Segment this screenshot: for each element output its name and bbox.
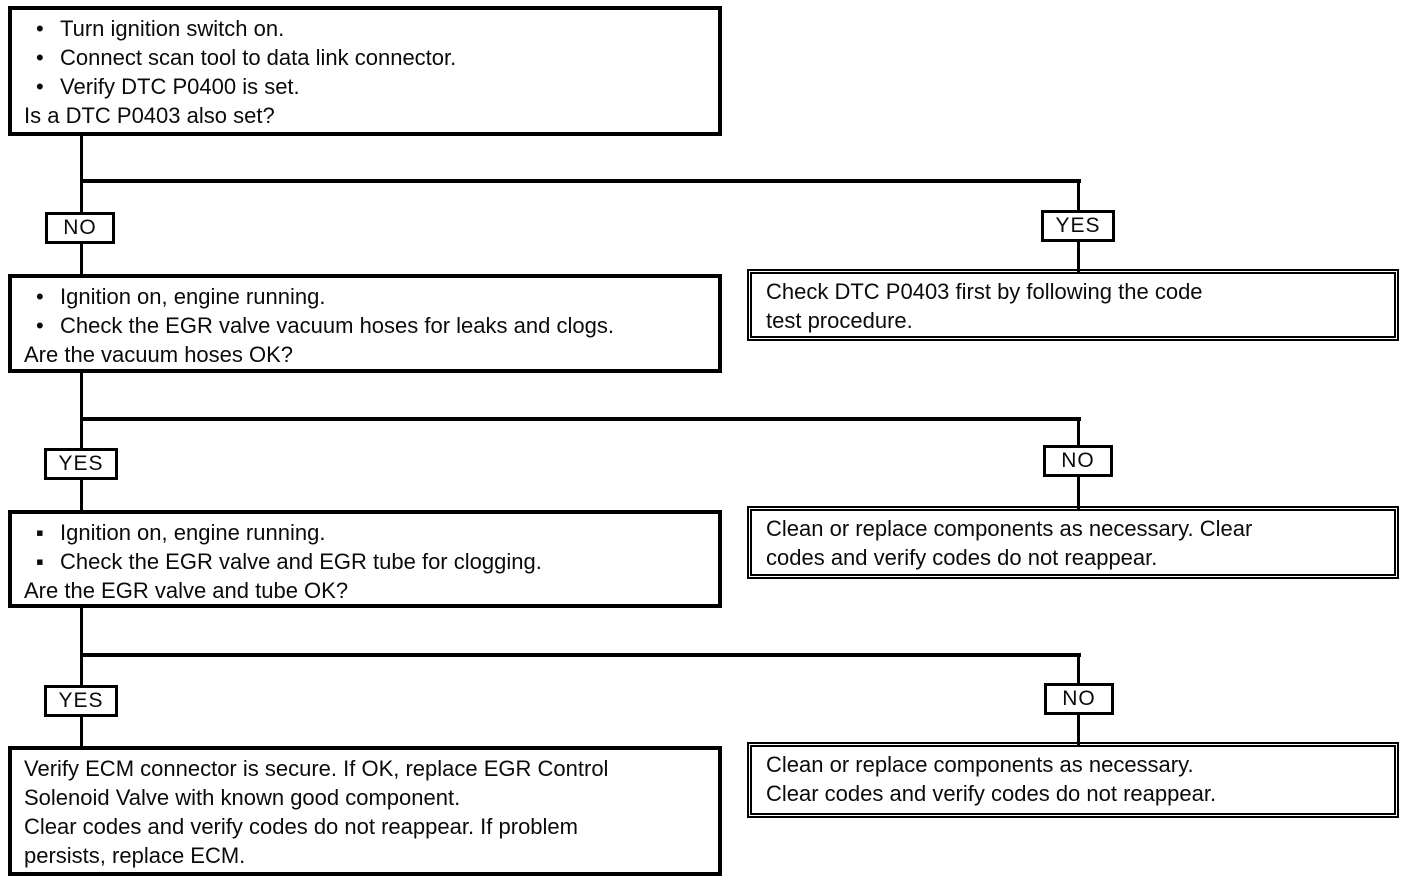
bullet-icon: • — [36, 313, 44, 338]
bullet-icon: ▪ — [36, 549, 44, 574]
step-text: Clean or replace components as necessary… — [766, 516, 1253, 541]
bullet-icon: ▪ — [36, 520, 44, 545]
bullet-line: • Ignition on, engine running. — [20, 282, 710, 311]
step-text: Ignition on, engine running. — [60, 520, 326, 545]
step-text: Check the EGR valve and EGR tube for clo… — [60, 549, 542, 574]
bullet-icon: • — [36, 284, 44, 309]
connector-line — [1077, 657, 1080, 683]
step-text: Check the EGR valve vacuum hoses for lea… — [60, 313, 614, 338]
connector-line — [1077, 421, 1080, 445]
step-text: Turn ignition switch on. — [60, 16, 285, 41]
connector-line — [80, 417, 1081, 421]
connector-line — [80, 179, 1081, 183]
decision-label-yes-3: YES — [44, 685, 118, 717]
bullet-icon: • — [36, 16, 44, 41]
connector-line — [80, 657, 83, 685]
connector-line — [1077, 477, 1080, 509]
decision-label-yes-1: YES — [1041, 210, 1115, 242]
bullet-icon: • — [36, 74, 44, 99]
connector-line — [80, 373, 83, 417]
bullet-line: ▪ Check the EGR valve and EGR tube for c… — [20, 547, 710, 576]
question-text: Is a DTC P0403 also set? — [24, 103, 275, 128]
decision-label-yes-2: YES — [44, 448, 118, 480]
step-text: Ignition on, engine running. — [60, 284, 326, 309]
step-text: Clear codes and verify codes do not reap… — [24, 814, 578, 839]
connector-line — [80, 717, 83, 746]
step-text: persists, replace ECM. — [24, 843, 246, 868]
step-text: Clear codes and verify codes do not reap… — [766, 781, 1217, 806]
decision-label-no-1: NO — [45, 212, 115, 244]
connector-line — [1077, 242, 1080, 272]
step-text: Solenoid Valve with known good component… — [24, 785, 461, 810]
step-text: Connect scan tool to data link connector… — [60, 45, 457, 70]
connector-line — [80, 653, 1081, 657]
step-clean-replace-2: Clean or replace components as necessary… — [747, 742, 1399, 818]
bullet-icon: • — [36, 45, 44, 70]
bullet-line: • Connect scan tool to data link connect… — [20, 43, 710, 72]
decision-label-no-3: NO — [1044, 683, 1114, 715]
step-check-p0403: Check DTC P0403 first by following the c… — [747, 269, 1399, 341]
connector-line — [80, 136, 83, 183]
step-text: test procedure. — [766, 308, 913, 333]
bullet-line: • Turn ignition switch on. — [20, 14, 710, 43]
connector-line — [80, 244, 83, 274]
connector-line — [1077, 183, 1080, 210]
step-text: Verify DTC P0400 is set. — [60, 74, 300, 99]
connector-line — [80, 183, 83, 212]
connector-line — [80, 608, 83, 653]
connector-line — [1077, 715, 1080, 745]
bullet-line: • Verify DTC P0400 is set. — [20, 72, 710, 101]
step-text: Clean or replace components as necessary… — [766, 752, 1194, 777]
bullet-line: ▪ Ignition on, engine running. — [20, 518, 710, 547]
step-text: codes and verify codes do not reappear. — [766, 545, 1158, 570]
step-egr-tube-check: ▪ Ignition on, engine running. ▪ Check t… — [8, 510, 722, 608]
step-replace-solenoid-ecm: Verify ECM connector is secure. If OK, r… — [8, 746, 722, 876]
step-text: Verify ECM connector is secure. If OK, r… — [24, 756, 609, 781]
connector-line — [80, 480, 83, 510]
step-vacuum-hose-check: • Ignition on, engine running. • Check t… — [8, 274, 722, 373]
connector-line — [80, 421, 83, 448]
step-text: Check DTC P0403 first by following the c… — [766, 279, 1203, 304]
bullet-line: • Check the EGR valve vacuum hoses for l… — [20, 311, 710, 340]
step-clean-replace-1: Clean or replace components as necessary… — [747, 506, 1399, 579]
decision-label-no-2: NO — [1043, 445, 1113, 477]
question-text: Are the EGR valve and tube OK? — [24, 578, 349, 603]
step-initial-check: • Turn ignition switch on. • Connect sca… — [8, 6, 722, 136]
question-text: Are the vacuum hoses OK? — [24, 342, 294, 367]
